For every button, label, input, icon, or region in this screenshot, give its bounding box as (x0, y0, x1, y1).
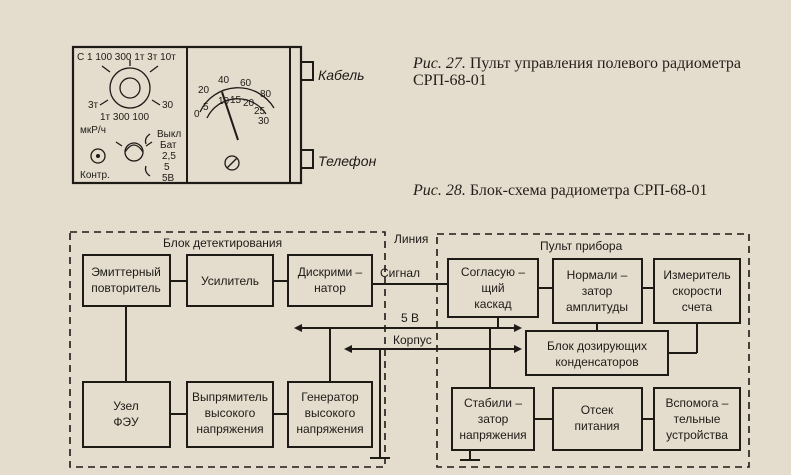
matching-text-3: каскад (474, 297, 511, 311)
zero-adjust-screw (224, 155, 240, 171)
scale-5: 5 (203, 102, 209, 113)
stabilizer-text-1: Стабили – (464, 396, 522, 410)
scale-40: 40 (218, 75, 230, 86)
matching-text-1: Согласую – (461, 265, 525, 279)
switch-label-5: 5 (164, 162, 170, 173)
aux-text-1: Вспомога – (666, 396, 729, 410)
emitter-text-1: Эмиттерный (91, 265, 161, 279)
signal-label: Сигнал (380, 266, 420, 280)
switch-label-bat: Бат (160, 140, 177, 151)
normalizer-text-3: амплитуды (566, 300, 628, 314)
generator-text-3: напряжения (296, 422, 363, 436)
figure-27-text: Пульт управления полевого радиометра СРП… (413, 55, 742, 89)
rectifier-text-2: высокого (205, 406, 256, 420)
phone-connector (301, 149, 314, 169)
rectifier-text-1: Выпрямитель (192, 390, 268, 404)
normalizer-text-2: затор (582, 284, 613, 298)
switch-label-25: 2,5 (162, 151, 176, 162)
scale-80: 80 (260, 89, 272, 100)
rectifier-text-3: напряжения (196, 422, 263, 436)
unit-label: мкР/ч (80, 125, 106, 136)
aux-text-3: устройства (666, 428, 728, 442)
pmt-text-2: ФЭУ (113, 415, 139, 429)
discriminator-text-2: натор (314, 281, 346, 295)
scale-10: 10 (218, 96, 230, 107)
meter-text-3: счета (682, 300, 713, 314)
stabilizer-text-3: напряжения (459, 428, 526, 442)
amplifier-text: Усилитель (201, 274, 259, 288)
normalizer-text-1: Нормали – (567, 268, 628, 282)
switch-label-off: Выкл (157, 129, 181, 140)
dosing-text-1: Блок дозирующих (547, 339, 647, 353)
figure-28-text: Блок-схема радиометра СРП-68-01 (469, 182, 708, 199)
power-text-2: питания (574, 419, 619, 433)
figure-27-label: Рис. 27. (413, 55, 466, 72)
meter-needle (221, 91, 239, 141)
figure-28-label: Рис. 28. (413, 182, 466, 199)
console-group-title: Пульт прибора (540, 239, 623, 253)
generator-text-2: высокого (305, 406, 356, 420)
cable-connector (301, 61, 314, 81)
range-bottom-labels: 1т 300 100 (100, 112, 150, 123)
dosing-text-2: конденсаторов (555, 355, 638, 369)
scale-25: 25 (254, 106, 266, 117)
console-group-frame (436, 233, 750, 468)
bus-case-label: Корпус (393, 333, 432, 347)
power-text-1: Отсек (581, 403, 614, 417)
scale-60: 60 (240, 78, 252, 89)
scale-0: 0 (194, 109, 200, 120)
scale-30: 30 (258, 116, 270, 127)
line-label: Линия (394, 232, 428, 246)
figure-27-caption: Рис. 27. Пульт управления полевого радио… (413, 55, 753, 89)
aux-text-2: тельные (674, 412, 721, 426)
detector-group-title: Блок детектирования (163, 236, 282, 250)
scale-20: 20 (198, 85, 210, 96)
matching-text-2: щий (481, 281, 504, 295)
range-top-labels: С 1 100 300 1т 3т 10т (77, 52, 176, 63)
meter-text-1: Измеритель (663, 268, 730, 282)
phone-label: Телефон (318, 153, 377, 169)
control-button (90, 148, 106, 164)
discriminator-text-1: Дискрими – (298, 265, 363, 279)
emitter-text-2: повторитель (91, 281, 161, 295)
stabilizer-text-2: затор (478, 412, 509, 426)
range-label-3t: 3т (88, 100, 99, 111)
pmt-text-1: Узел (113, 399, 139, 413)
range-switch-knob (109, 67, 151, 109)
cable-label: Кабель (318, 67, 365, 83)
bus-5v-label: 5 В (401, 311, 419, 325)
meter: 20 40 60 80 0 5 10 15 20 25 30 (194, 75, 275, 141)
switch-label-5v: 5В (162, 173, 175, 184)
meter-text-2: скорости (672, 284, 722, 298)
figure-28-caption: Рис. 28. Блок-схема радиометра СРП-68-01 (413, 182, 753, 199)
control-panel-figure: Кабель Телефон С 1 100 300 1т 3т 10т 3т … (71, 45, 377, 185)
scale-15: 15 (230, 95, 242, 106)
generator-text-1: Генератор (301, 390, 359, 404)
scale-20b: 20 (243, 98, 255, 109)
range-label-30: 30 (162, 100, 174, 111)
control-label: Контр. (80, 170, 110, 181)
